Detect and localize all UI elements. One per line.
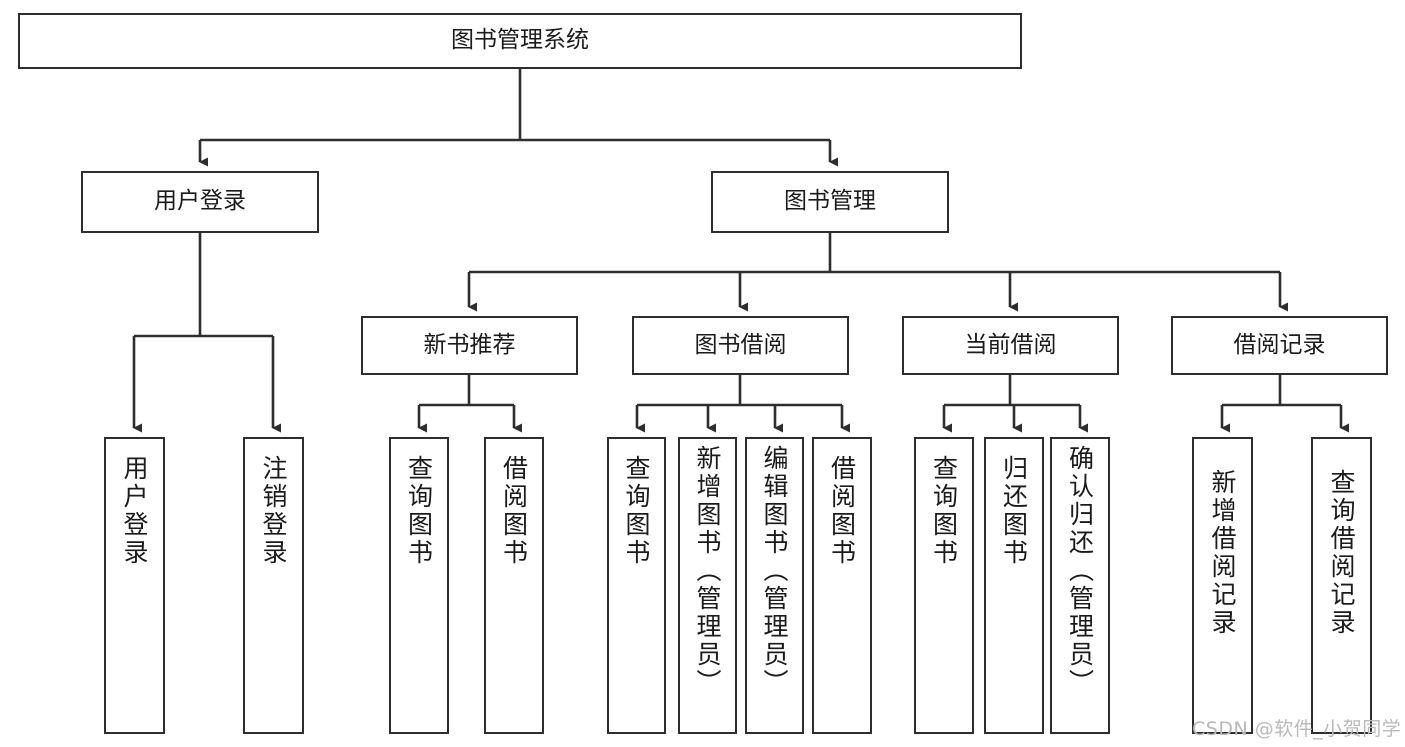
node-leaf-query-borrow-record-label: 查询借阅记录 (1327, 469, 1356, 637)
node-leaf-return-book-label: 归还图书 (999, 455, 1029, 567)
node-new-book-recommend-label: 新书推荐 (423, 331, 516, 358)
node-borrow-record-label: 借阅记录 (1233, 331, 1326, 358)
node-current-borrow[interactable]: 当前借阅 (902, 316, 1119, 375)
node-leaf-borrow-book-2[interactable]: 借阅图书 (812, 437, 872, 734)
node-current-borrow-label: 当前借阅 (964, 331, 1057, 358)
node-leaf-borrow-book-2-label: 借阅图书 (827, 455, 857, 567)
node-leaf-user-login[interactable]: 用户登录 (104, 437, 165, 734)
node-leaf-query-book-2-label: 查询图书 (622, 455, 651, 567)
node-leaf-add-book-admin[interactable]: 新增图书（管理员） (678, 437, 737, 734)
node-new-book-recommend[interactable]: 新书推荐 (361, 316, 578, 375)
node-leaf-add-borrow-record[interactable]: 新增借阅记录 (1192, 437, 1253, 734)
node-user-login[interactable]: 用户登录 (81, 171, 319, 233)
node-leaf-logout-label: 注销登录 (259, 455, 288, 567)
node-leaf-user-login-label: 用户登录 (120, 455, 149, 567)
node-leaf-borrow-book-1-label: 借阅图书 (499, 455, 529, 567)
node-root-label: 图书管理系统 (451, 27, 589, 54)
node-leaf-logout[interactable]: 注销登录 (243, 437, 304, 734)
node-leaf-edit-book-admin[interactable]: 编辑图书（管理员） (745, 437, 804, 734)
node-leaf-add-book-admin-label: 新增图书（管理员） (693, 445, 722, 697)
node-leaf-query-book-2[interactable]: 查询图书 (607, 437, 666, 734)
node-leaf-query-borrow-record[interactable]: 查询借阅记录 (1311, 437, 1372, 734)
node-leaf-query-book-3-label: 查询图书 (929, 455, 959, 567)
node-book-manage-label: 图书管理 (784, 188, 876, 215)
node-borrow-record[interactable]: 借阅记录 (1171, 316, 1388, 375)
node-root[interactable]: 图书管理系统 (18, 13, 1022, 69)
node-book-borrow-label: 图书借阅 (694, 331, 787, 358)
node-leaf-borrow-book-1[interactable]: 借阅图书 (484, 437, 544, 734)
node-leaf-return-book[interactable]: 归还图书 (984, 437, 1044, 734)
node-leaf-confirm-return-admin-label: 确认归还（管理员） (1065, 445, 1095, 697)
csdn-watermark: CSDN @软件_小贺同学 (1192, 718, 1402, 740)
node-leaf-add-borrow-record-label: 新增借阅记录 (1208, 469, 1237, 637)
node-book-borrow[interactable]: 图书借阅 (632, 316, 849, 375)
node-leaf-edit-book-admin-label: 编辑图书（管理员） (760, 445, 789, 697)
node-leaf-query-book-1-label: 查询图书 (404, 455, 434, 567)
node-leaf-query-book-3[interactable]: 查询图书 (914, 437, 974, 734)
node-book-manage[interactable]: 图书管理 (711, 171, 949, 233)
node-user-login-label: 用户登录 (154, 188, 246, 215)
node-leaf-query-book-1[interactable]: 查询图书 (389, 437, 449, 734)
node-leaf-confirm-return-admin[interactable]: 确认归还（管理员） (1050, 437, 1110, 734)
